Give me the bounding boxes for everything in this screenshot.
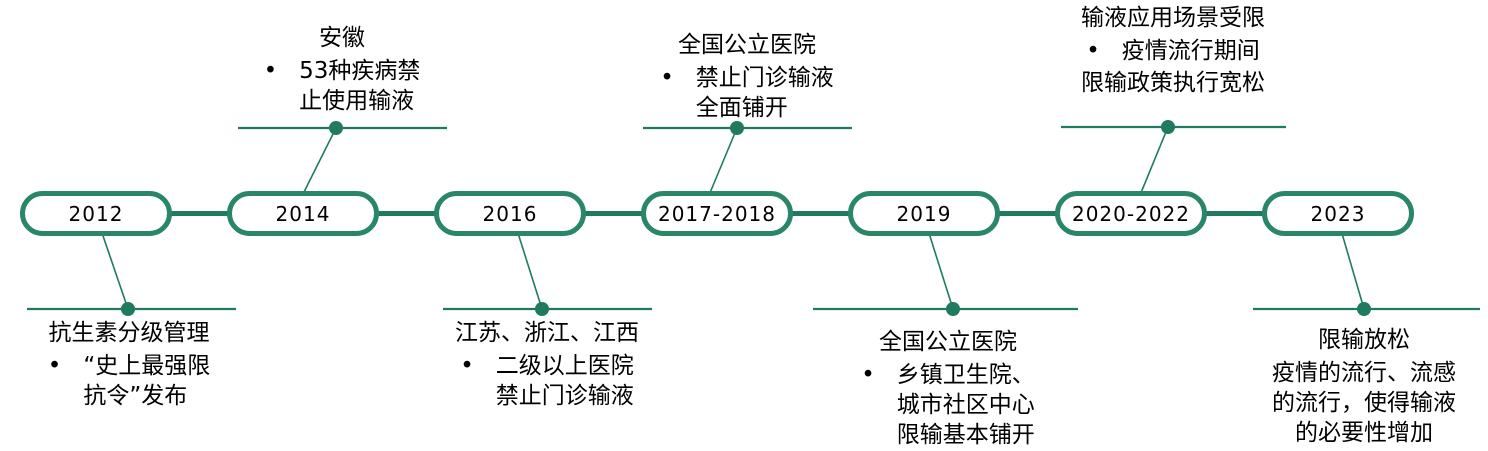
leader-line-2020-2022 bbox=[1137, 126, 1169, 201]
year-label: 2019 bbox=[896, 201, 952, 226]
annotation-dot-2016 bbox=[535, 302, 549, 316]
annotation-title: 全国公立医院 bbox=[678, 32, 816, 58]
annotation-text: 二级以上医院 禁止门诊输液 bbox=[495, 353, 634, 409]
annotation-dot-2014 bbox=[329, 121, 343, 135]
bullet-marker: • bbox=[47, 353, 62, 379]
annotation-dot-2012 bbox=[121, 302, 135, 316]
year-label: 2017-2018 bbox=[657, 201, 776, 226]
timeline-node-2020-2022: 2020-2022 bbox=[1055, 191, 1207, 236]
annotation-dot-2023 bbox=[1357, 302, 1371, 316]
year-label: 2016 bbox=[482, 201, 538, 226]
annotation-block-2019-bottom: 全国公立医院 • 乡镇卫生院、 城市社区中心 限输基本铺开 bbox=[836, 326, 1060, 450]
annotation-title: 安徽 bbox=[319, 25, 365, 51]
timeline-node-2019: 2019 bbox=[848, 191, 1000, 236]
annotation-dot-2019 bbox=[946, 302, 960, 316]
annotation-block-2012-bottom: 抗生素分级管理 • “史上最强限 抗令”发布 bbox=[22, 317, 236, 411]
timeline-node-2014: 2014 bbox=[227, 191, 379, 236]
year-label: 2020-2022 bbox=[1071, 201, 1190, 226]
leader-line-2012 bbox=[100, 229, 129, 310]
timeline-node-2016: 2016 bbox=[434, 191, 586, 236]
annotation-block-2020-2022-top: 输液应用场景受限 • 疫情流行期间 限输政策执行宽松 bbox=[1058, 2, 1288, 98]
annotation-text: 疫情流行期间 bbox=[1121, 38, 1260, 64]
leader-line-2017-2018 bbox=[706, 127, 738, 201]
year-label: 2023 bbox=[1310, 201, 1366, 226]
annotation-block-2016-bottom: 江苏、浙江、江西 • 二级以上医院 禁止门诊输液 bbox=[440, 317, 654, 411]
annotation-block-2017-2018-top: 全国公立医院 • 禁止门诊输液 全面铺开 bbox=[642, 29, 852, 123]
annotation-bullet-item: • 53种疾病禁 止使用输液 bbox=[237, 56, 447, 116]
annotation-extra-text: 限输政策执行宽松 bbox=[1081, 70, 1265, 96]
leader-line-2016 bbox=[516, 229, 543, 310]
bullet-marker: • bbox=[460, 353, 474, 379]
leader-line-2019 bbox=[927, 229, 954, 310]
year-label: 2014 bbox=[275, 201, 331, 226]
timeline-node-2012: 2012 bbox=[20, 191, 172, 236]
annotation-title: 输液应用场景受限 bbox=[1081, 5, 1265, 31]
annotation-block-2014-top: 安徽 • 53种疾病禁 止使用输液 bbox=[237, 22, 447, 116]
annotation-block-2023-bottom: 限输放松 疫情的流行、流感 的流行，使得输液 的必要性增加 bbox=[1244, 324, 1484, 448]
leader-line-2014 bbox=[299, 127, 337, 201]
annotation-bullet-item: • “史上最强限 抗令”发布 bbox=[22, 351, 236, 411]
annotation-bullet-item: • 疫情流行期间 bbox=[1058, 36, 1288, 66]
annotation-extra-text: 疫情的流行、流感 的流行，使得输液 的必要性增加 bbox=[1272, 360, 1456, 446]
annotation-title: 全国公立医院 bbox=[879, 329, 1017, 355]
annotation-bullet-item: • 乡镇卫生院、 城市社区中心 限输基本铺开 bbox=[836, 360, 1060, 450]
annotation-title: 江苏、浙江、江西 bbox=[455, 320, 639, 346]
bullet-marker: • bbox=[660, 65, 674, 91]
timeline-node-2017-2018: 2017-2018 bbox=[641, 191, 793, 236]
timeline-node-2023: 2023 bbox=[1262, 191, 1414, 236]
annotation-dot-2017-2018 bbox=[730, 121, 744, 135]
annotation-dot-2020-2022 bbox=[1161, 120, 1175, 134]
year-label: 2012 bbox=[68, 201, 124, 226]
annotation-text: 禁止门诊输液 全面铺开 bbox=[695, 65, 834, 121]
annotation-bullet-item: • 二级以上医院 禁止门诊输液 bbox=[440, 351, 654, 411]
annotation-text: 乡镇卫生院、 城市社区中心 限输基本铺开 bbox=[896, 362, 1035, 448]
bullet-marker: • bbox=[861, 362, 875, 388]
annotation-text: 53种疾病禁 止使用输液 bbox=[299, 58, 421, 114]
annotation-text: “史上最强限 抗令”发布 bbox=[83, 353, 211, 409]
bullet-marker: • bbox=[1086, 38, 1100, 64]
annotation-bullet-item: • 禁止门诊输液 全面铺开 bbox=[642, 63, 852, 123]
leader-line-2023 bbox=[1340, 229, 1365, 310]
annotation-title: 限输放松 bbox=[1318, 327, 1410, 353]
annotation-title: 抗生素分级管理 bbox=[48, 320, 210, 346]
bullet-marker: • bbox=[263, 58, 278, 84]
